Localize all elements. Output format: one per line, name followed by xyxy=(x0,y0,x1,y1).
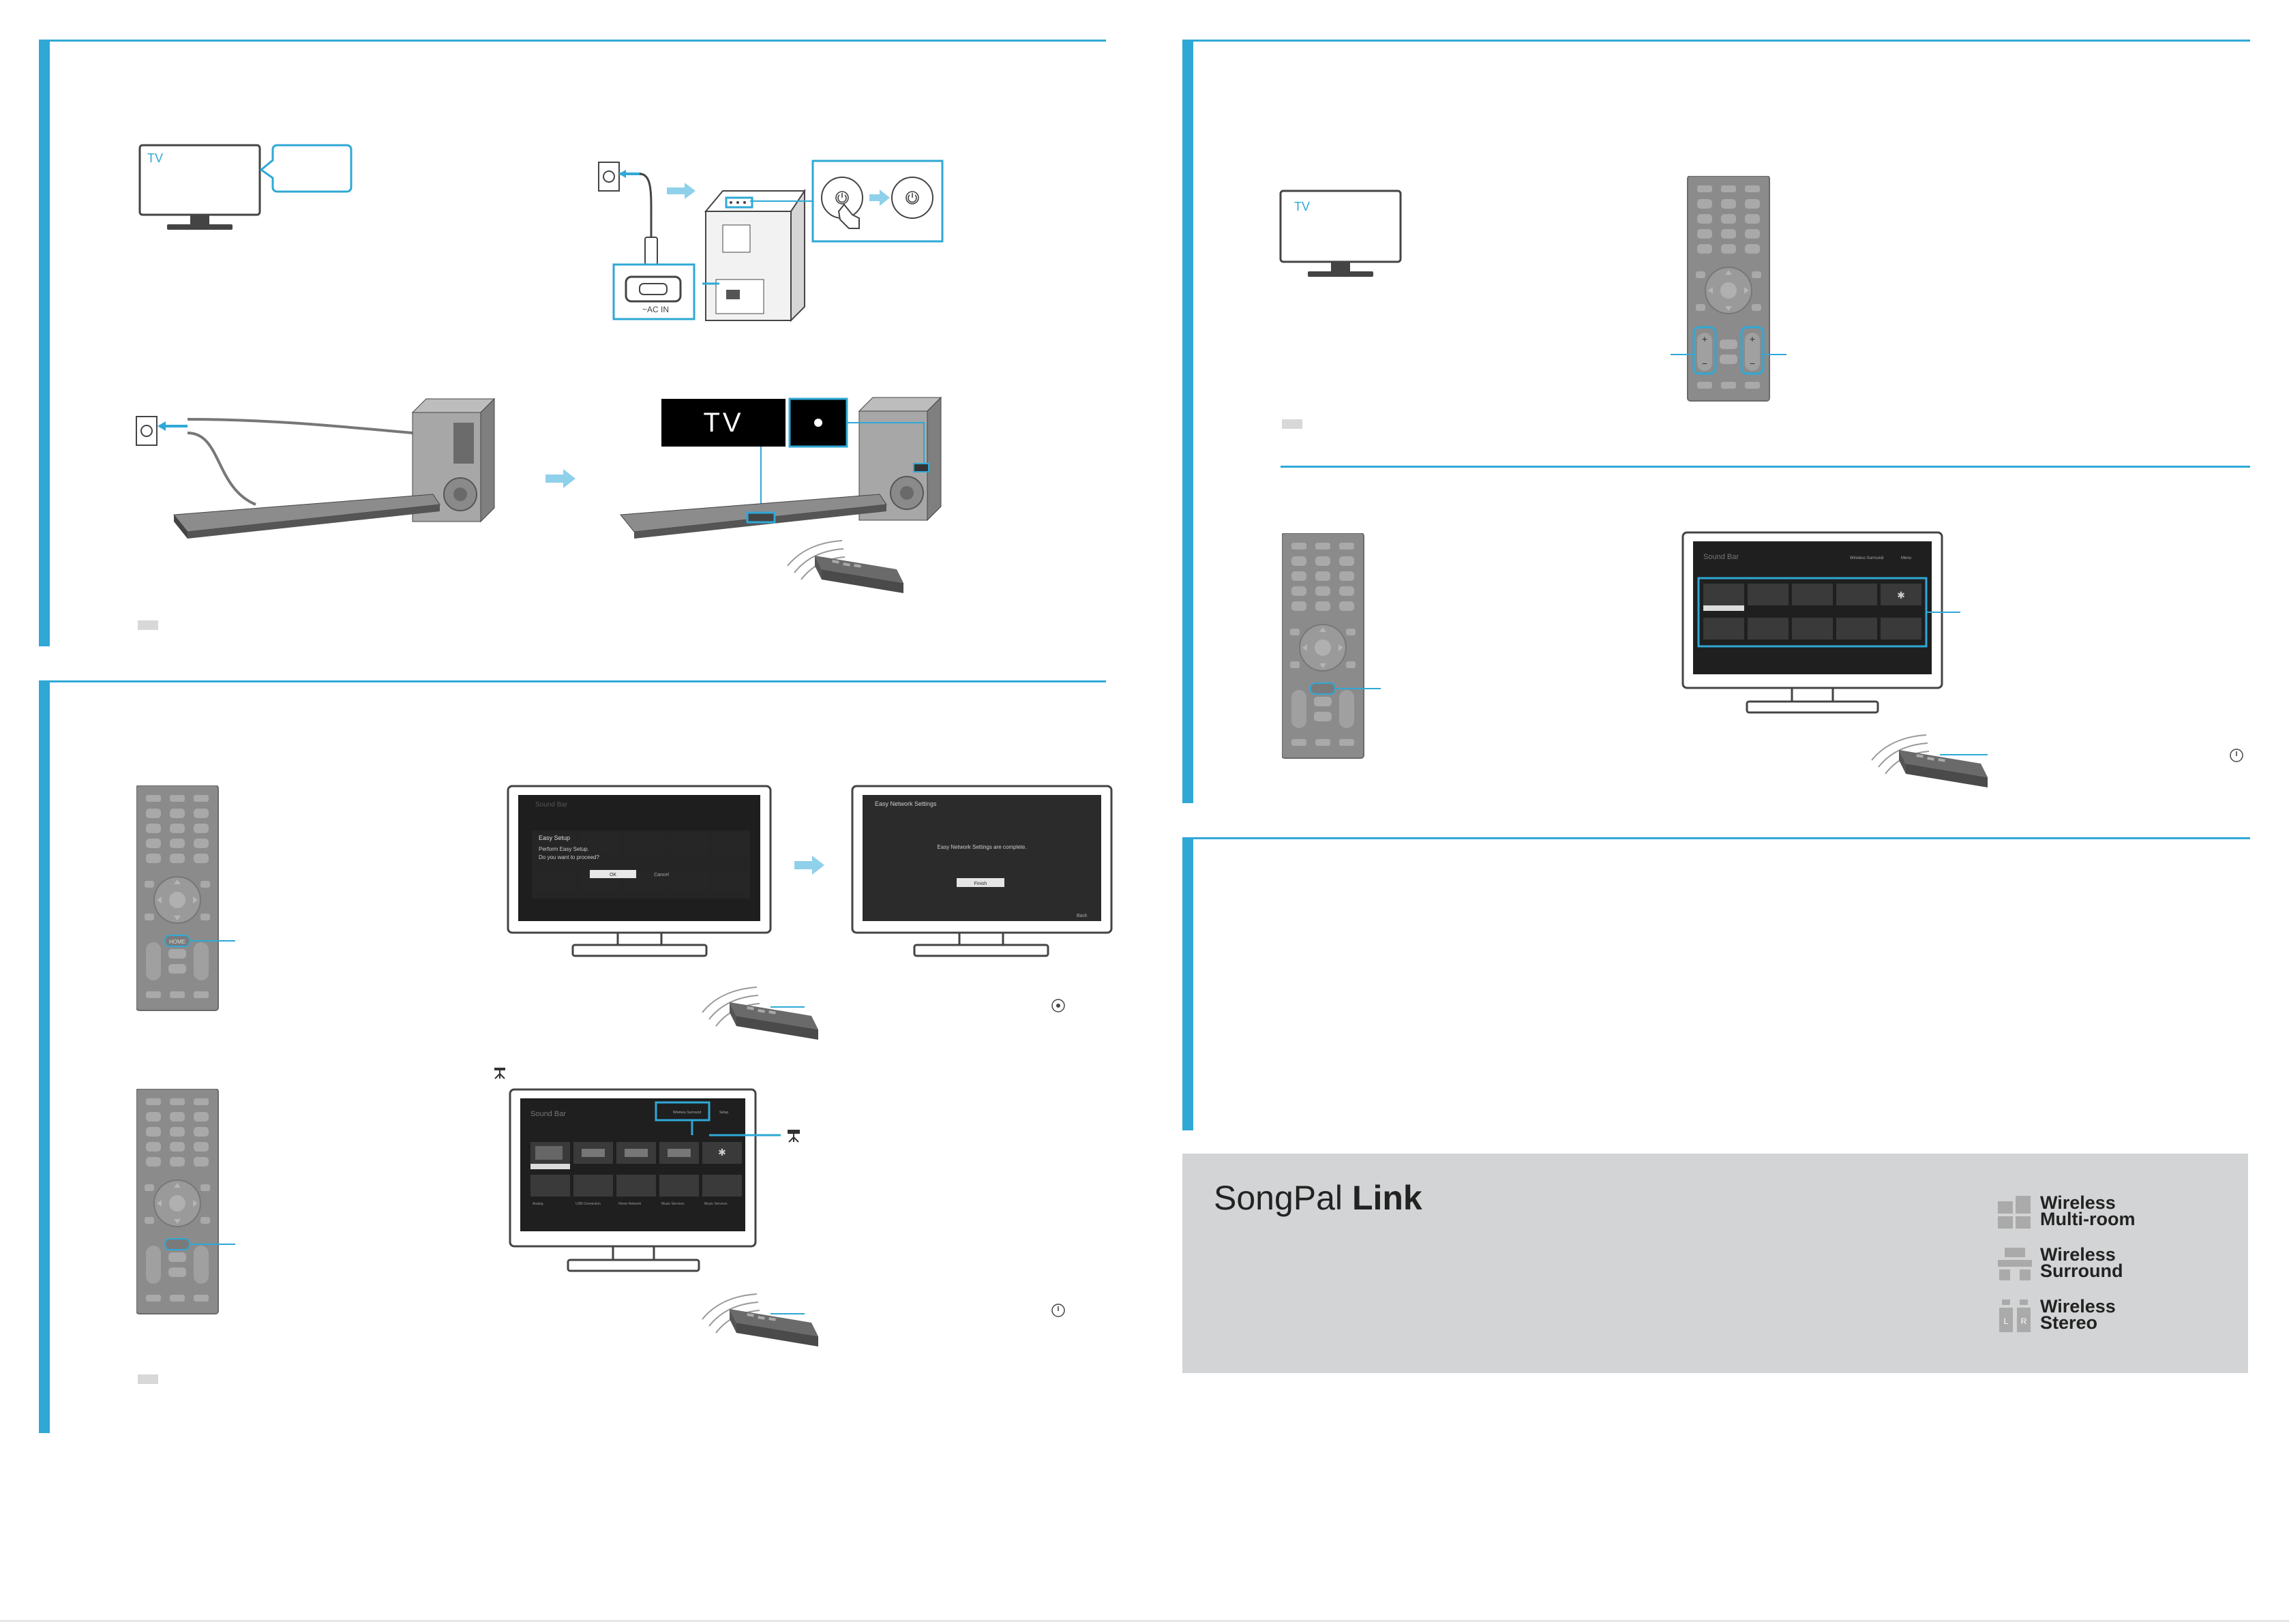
easy-setup-bg-title: Sound Bar xyxy=(535,801,568,809)
tile-music-2: Music Services xyxy=(704,1202,728,1206)
section-bar-3 xyxy=(1182,40,1193,803)
section-bar-2 xyxy=(39,680,50,1433)
remote-control-home-3 xyxy=(1282,533,1381,759)
section-rule-1 xyxy=(39,40,1106,42)
bluetooth-icon: ✱ xyxy=(718,1147,726,1158)
wireless-surround-b: Wireless Surround xyxy=(1850,556,1883,560)
easy-setup-line1: Perform Easy Setup. xyxy=(539,846,589,852)
remote-pointing-1 xyxy=(702,987,819,1040)
surround-icon xyxy=(1998,1248,2032,1280)
svg-text:L: L xyxy=(2004,1317,2009,1326)
svg-text:+: + xyxy=(1702,333,1707,344)
section-rule-4 xyxy=(1182,837,2250,839)
setup-a: Setup xyxy=(719,1111,728,1115)
section-bar-1 xyxy=(39,40,50,646)
tv-easy-setup: Sound Bar Easy Setup Perform Easy Setup.… xyxy=(507,785,772,957)
home-title-b: Sound Bar xyxy=(1703,553,1739,561)
tv-home-screen: Sound Bar Wireless Surround Setup ✱ Anal… xyxy=(509,1088,800,1272)
wireless-surround-a: Wireless Surround xyxy=(673,1111,701,1115)
next-arrow xyxy=(545,469,575,488)
page-bottom-rule xyxy=(0,1620,2289,1622)
multiroom-icon xyxy=(1998,1196,2031,1229)
tv-label-2: TV xyxy=(1294,200,1311,213)
tv-home-screen-2: Sound Bar Wireless Surround Menu ✱ xyxy=(1681,531,1960,714)
note-marker-3 xyxy=(1282,419,1302,429)
network-title: Easy Network Settings xyxy=(875,800,937,807)
wireless-icon xyxy=(494,1068,505,1079)
next-arrow-2 xyxy=(794,856,824,875)
easy-setup-ok: OK xyxy=(610,873,616,877)
easy-setup-title: Easy Setup xyxy=(539,834,570,841)
ac-in-label: ~AC IN xyxy=(642,305,669,314)
remote-control-home-2 xyxy=(136,1089,235,1314)
stereo-icon: L R xyxy=(1999,1299,2031,1332)
soundbar-illustration-before xyxy=(136,397,496,539)
power-connection-illustration: ~AC IN xyxy=(598,160,944,322)
tile-music-1: Music Services xyxy=(661,1202,685,1206)
remote-control-home-1: HOME xyxy=(136,785,235,1011)
return-icon xyxy=(1051,1304,1065,1317)
home-button-label: HOME xyxy=(169,939,185,945)
note-marker-2 xyxy=(138,1374,158,1384)
soundbar-display-illustration: TV xyxy=(620,396,942,594)
home-title-a: Sound Bar xyxy=(530,1110,566,1118)
tv-illustration-2 xyxy=(1279,190,1402,277)
songpal-brand-light: SongPal xyxy=(1214,1179,1343,1217)
enter-icon xyxy=(1051,999,1065,1012)
svg-text:−: − xyxy=(1750,358,1755,369)
note-marker-1 xyxy=(138,620,158,630)
svg-text:+: + xyxy=(1750,333,1755,344)
easy-setup-line2: Do you want to proceed? xyxy=(539,854,599,860)
tv-illustration xyxy=(138,144,353,230)
tv-label: TV xyxy=(147,151,164,165)
tile-network: Home Network xyxy=(618,1202,642,1206)
enter-icon-2 xyxy=(2230,749,2243,762)
menu-b: Menu xyxy=(1901,556,1911,560)
tile-usb: USB Connection xyxy=(575,1202,601,1206)
front-display-text: TV xyxy=(703,408,743,438)
songpal-brand-bold: Link xyxy=(1351,1179,1422,1217)
svg-text:R: R xyxy=(2021,1317,2027,1326)
svg-text:−: − xyxy=(1702,358,1707,369)
easy-setup-cancel: Cancel xyxy=(654,873,669,877)
badge-stereo: Wireless Stereo xyxy=(2040,1296,2116,1333)
section-rule-3 xyxy=(1182,40,2250,42)
network-back: Back xyxy=(1077,914,1088,918)
badge-multiroom: Wireless Multi-room xyxy=(2040,1192,2136,1229)
network-finish: Finish xyxy=(974,882,987,886)
section-bar-4 xyxy=(1182,837,1193,1130)
bluetooth-icon-2: ✱ xyxy=(1897,590,1905,601)
section-rule-2 xyxy=(39,680,1106,682)
remote-pointing-3 xyxy=(1871,734,1988,788)
section-divider xyxy=(1281,466,2250,468)
songpal-logo: SongPal Link xyxy=(1214,1178,1422,1218)
remote-control-volume: + − + − xyxy=(1671,176,1786,402)
tile-analog: Analog xyxy=(533,1202,543,1206)
badge-surround: Wireless Surround xyxy=(2040,1244,2123,1281)
songpal-banner: SongPal Link Wireless Multi-room Wireles… xyxy=(1182,1154,2248,1373)
network-message: Easy Network Settings are complete. xyxy=(937,844,1026,850)
tv-network-complete: Easy Network Settings Easy Network Setti… xyxy=(851,785,1113,957)
remote-pointing-2 xyxy=(702,1293,819,1347)
